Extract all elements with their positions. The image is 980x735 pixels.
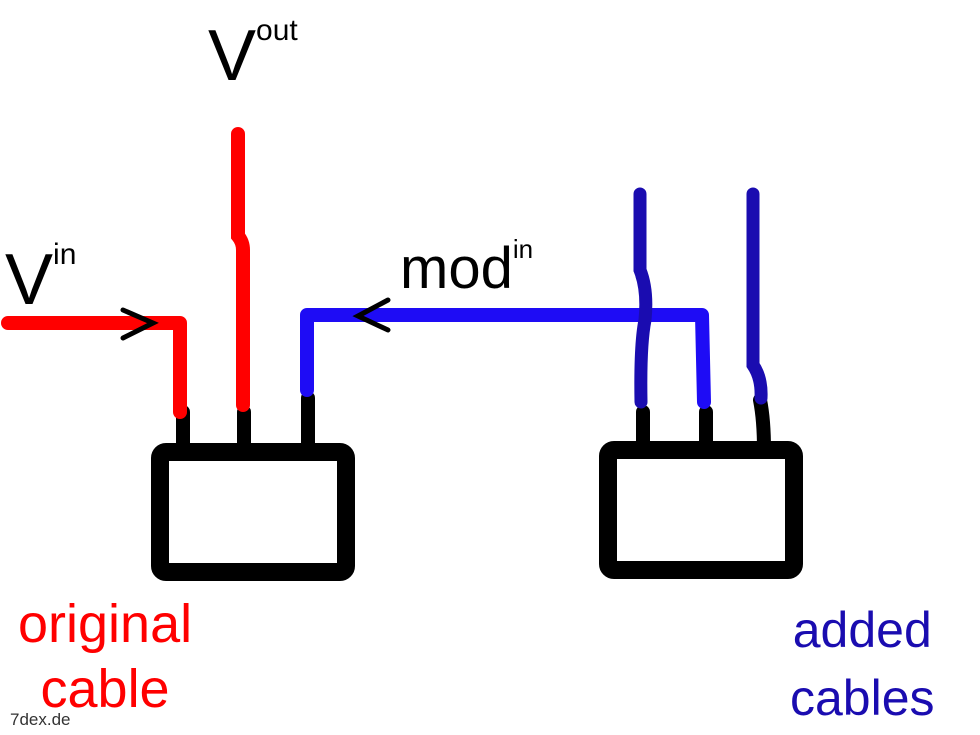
added-cables-caption: added cables: [790, 597, 935, 732]
added-caption-line-1: added: [792, 602, 932, 658]
vout-label: Vout: [208, 16, 298, 93]
vin-arrow-icon: [120, 307, 159, 341]
vin-label-base: V: [5, 240, 54, 320]
added-cable-1: [633, 187, 653, 409]
original-caption-line-2: cable: [40, 658, 170, 719]
vout-label-base: V: [208, 16, 257, 96]
watermark: 7dex.de: [10, 710, 71, 729]
vin-label-sup: in: [53, 238, 77, 271]
modin-wire: [300, 308, 711, 409]
modin-label: modin: [400, 236, 533, 298]
vin-label: Vin: [5, 240, 76, 317]
modin-arrow-icon: [352, 297, 391, 333]
vin-wire: [1, 316, 187, 419]
modin-label-sup: in: [512, 234, 534, 264]
original-connector-body: [151, 443, 355, 581]
added-pin-3: [753, 393, 771, 457]
original-cable-caption: original cable: [18, 592, 192, 722]
vout-wire: [231, 127, 250, 412]
added-caption-line-2: cables: [790, 669, 935, 726]
added-connector: [599, 393, 803, 579]
original-caption-line-1: original: [18, 594, 193, 654]
added-connector-body: [599, 441, 803, 579]
modin-label-base: mod: [400, 236, 513, 301]
vout-label-sup: out: [256, 14, 298, 47]
added-cable-2: [746, 187, 768, 405]
original-connector: [151, 391, 355, 581]
